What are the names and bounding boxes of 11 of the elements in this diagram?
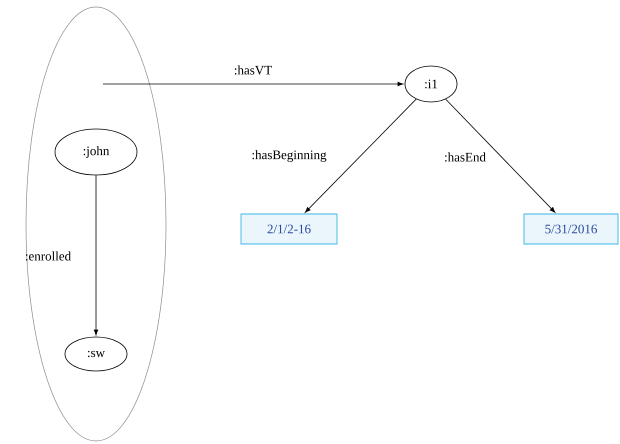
literal-box: 5/31/2016: [524, 214, 618, 244]
arrow: [304, 98, 417, 213]
edge-label: :hasVT: [234, 65, 272, 75]
edge-label: :enrolled: [26, 251, 71, 261]
edge-label: :hasBeginning: [252, 150, 326, 162]
edge-label: :hasEnd: [445, 152, 486, 162]
arrow: [445, 98, 556, 213]
arrow: [94, 175, 98, 336]
arrow: [102, 82, 404, 86]
group-ellipse: [26, 6, 166, 442]
literal-box: 2/1/2-16: [240, 214, 338, 244]
